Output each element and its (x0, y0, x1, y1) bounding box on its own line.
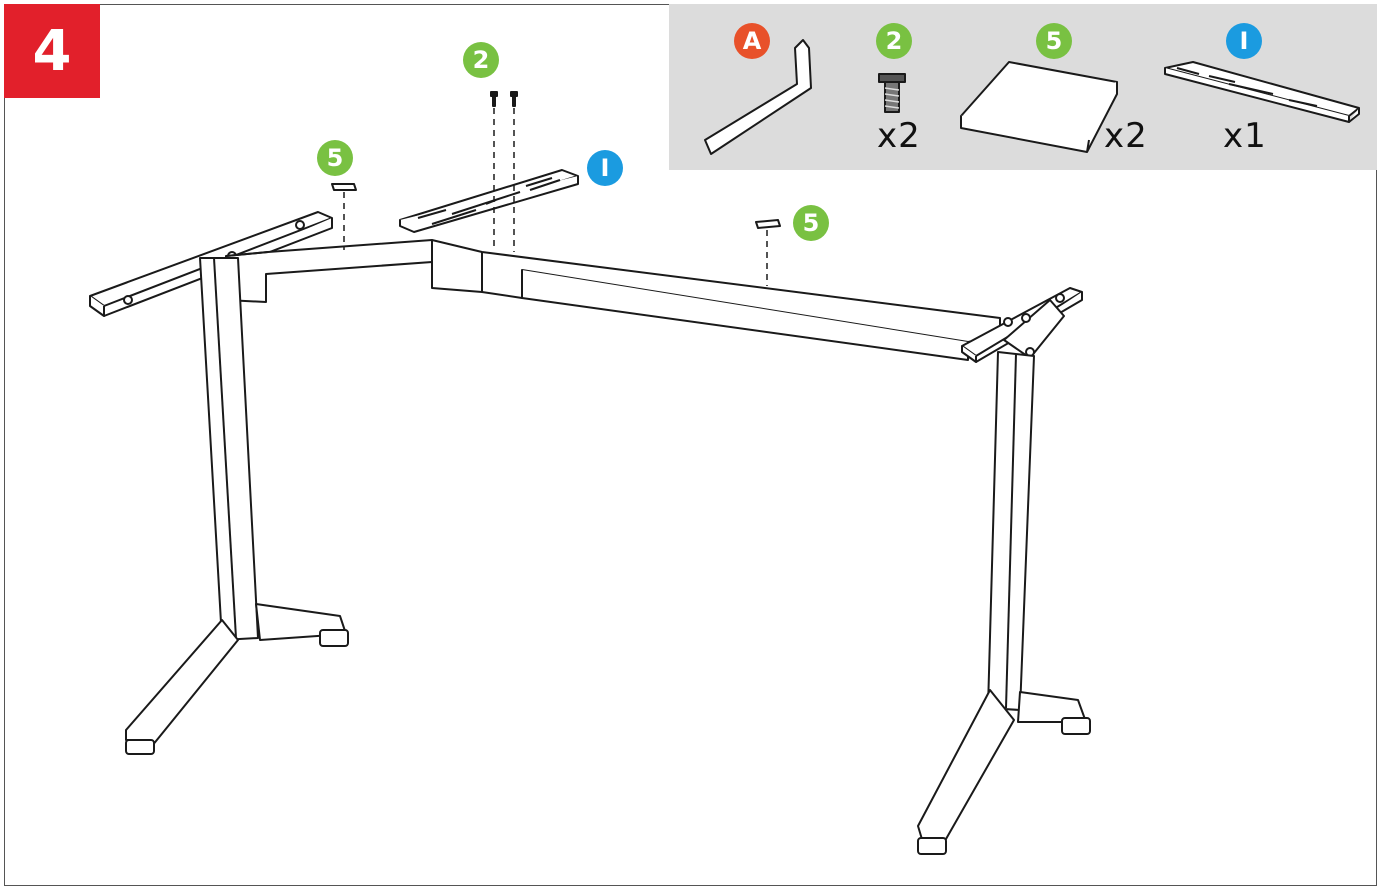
allen-key-icon (704, 39, 812, 155)
screws-exploded (490, 91, 518, 107)
callout-bracket-plate: I (587, 150, 623, 186)
callout-pad-right: 5 (793, 205, 829, 241)
quantity-screws: x2 (877, 116, 921, 156)
parts-panel: A 2 5 I x2 x2 x1 (669, 4, 1377, 170)
left-leg (125, 257, 349, 755)
bracket-plate-exploded (399, 169, 579, 233)
step-number-badge: 4 (4, 4, 100, 98)
callout-screws: 2 (463, 42, 499, 78)
callout-a: A (734, 23, 770, 59)
callout-i: I (1226, 23, 1262, 59)
pad-right (755, 219, 781, 229)
quantity-bracket-plate: x1 (1223, 116, 1267, 156)
quantity-pads: x2 (1104, 116, 1148, 156)
bracket-plate-icon (1164, 61, 1360, 123)
callout-2: 2 (876, 23, 912, 59)
screw-icon (878, 73, 906, 113)
callout-pad-left: 5 (317, 140, 353, 176)
right-leg (917, 351, 1091, 855)
callout-5: 5 (1036, 23, 1072, 59)
pad-icon (960, 61, 1118, 153)
pad-left (331, 183, 357, 191)
rear-beam (225, 239, 1001, 361)
right-top-bracket (961, 287, 1083, 363)
